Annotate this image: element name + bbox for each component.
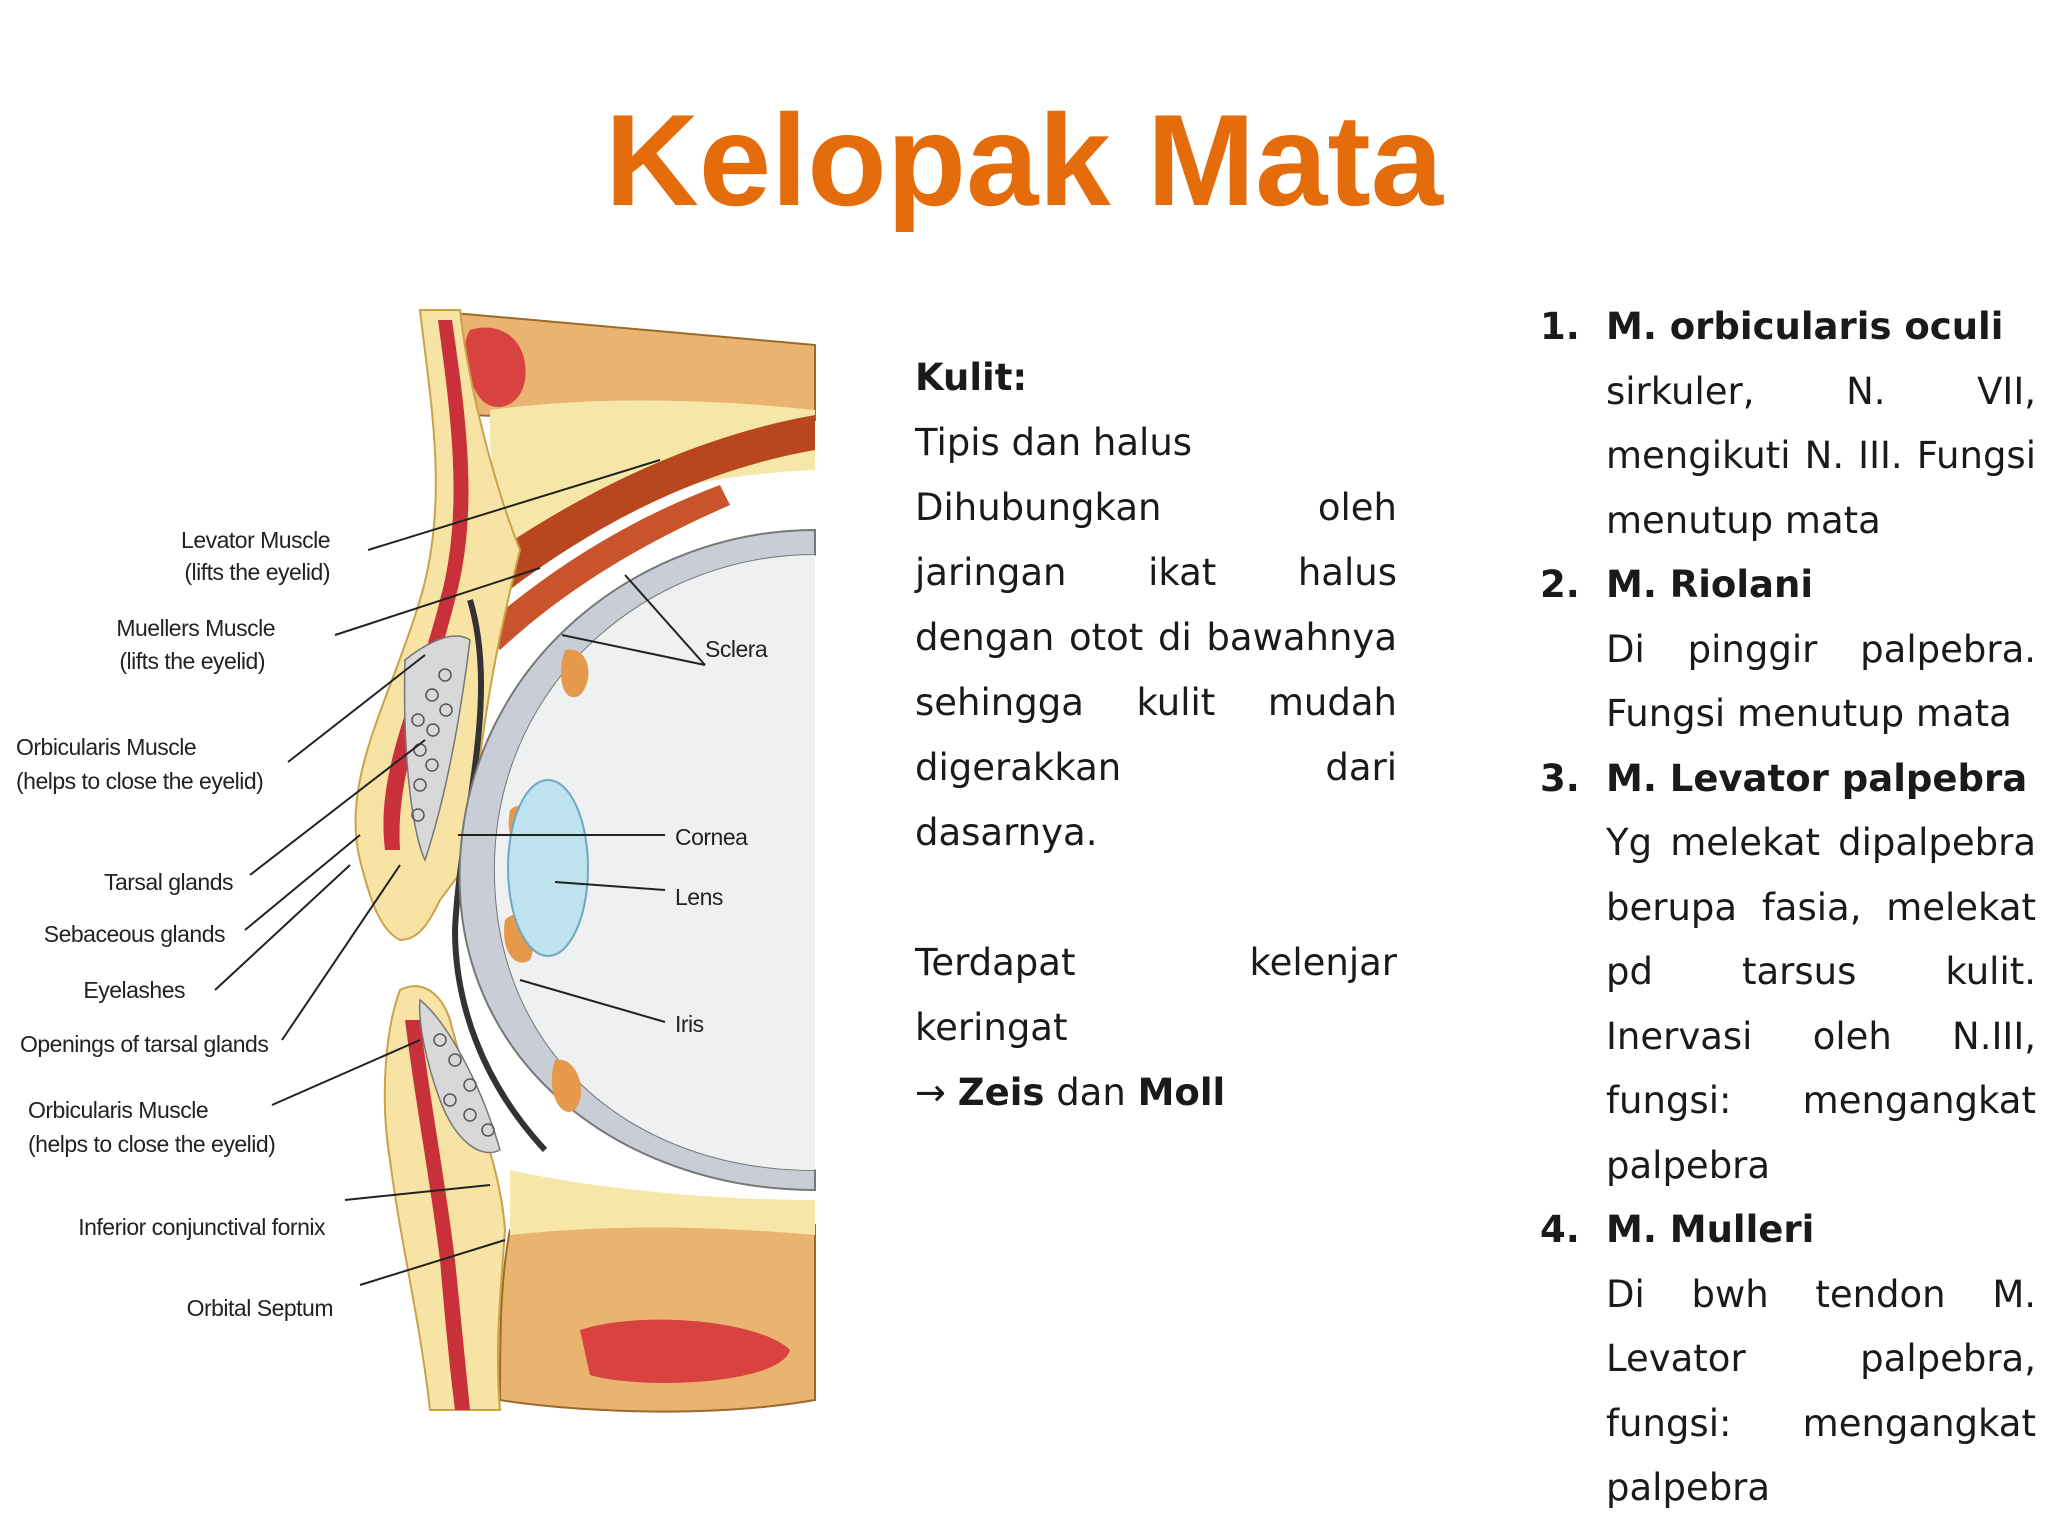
item-description: sirkuler, N. VII, mengikuti N. III. Fung… [1606,369,2036,542]
label-orbicularis-muscle-upper: Orbicularis Muscle [16,734,196,760]
label-muellers-muscle-note: (lifts the eyelid) [119,648,265,674]
item-description: Yg melekat dipalpebra berupa fasia, mele… [1606,821,2036,1187]
item-title: M. Mulleri [1606,1208,1815,1251]
eyelid-anatomy-diagram: Levator Muscle (lifts the eyelid) Muelle… [0,300,830,1440]
label-tarsal-glands: Tarsal glands [104,869,233,895]
label-muellers-muscle: Muellers Muscle [116,615,275,641]
label-orbital-septum: Orbital Septum [187,1295,333,1321]
moll-term: Moll [1137,1071,1226,1114]
item-number: 1. [1540,305,1580,348]
label-openings-tarsal-glands: Openings of tarsal glands [20,1031,268,1057]
label-orbicularis-muscle-lower-note: (helps to close the eyelid) [28,1131,275,1157]
item-description: Di bwh tendon M. Levator palpebra, fungs… [1606,1272,2036,1510]
label-orbicularis-muscle-upper-note: (helps to close the eyelid) [16,768,263,794]
list-item: 2. M. Riolani Di pinggir palpebra. Fungs… [1540,553,2036,747]
kulit-heading: Kulit: [915,356,1028,399]
list-item: 3. M. Levator palpebra Yg melekat dipalp… [1540,747,2036,1199]
item-number: 3. [1540,756,1580,800]
dan-word: dan [1056,1071,1126,1114]
list-item: 1. M. orbicularis oculi sirkuler, N. VII… [1540,295,2036,553]
page-title: Kelopak Mata [604,87,1444,233]
kulit-glands-line: → Zeis dan Moll [915,1060,1397,1125]
kulit-paragraph: Dihubungkan oleh jaringan ikat halus den… [915,486,1397,854]
item-number: 2. [1540,563,1580,606]
item-title: M. orbicularis oculi [1606,305,2004,348]
item-title: M. Riolani [1606,563,1814,606]
label-inferior-conjunctival-fornix: Inferior conjunctival fornix [78,1214,326,1240]
kulit-line-1: Tipis dan halus [915,421,1193,464]
label-sebaceous-glands: Sebaceous glands [44,921,225,947]
arrow-icon: → [915,1071,947,1114]
label-levator-muscle: Levator Muscle [181,527,330,553]
list-item: 4. M. Mulleri Di bwh tendon M. Levator p… [1540,1198,2036,1521]
label-eyelashes: Eyelashes [83,977,185,1003]
item-title: M. Levator palpebra [1606,756,2028,800]
label-lens: Lens [675,884,723,910]
label-levator-muscle-note: (lifts the eyelid) [184,559,330,585]
label-iris: Iris [675,1011,704,1037]
kulit-section: Kulit: Tipis dan halus Dihubungkan oleh … [915,345,1397,1125]
label-sclera: Sclera [705,636,768,662]
eyelid-cross-section-illustration [214,308,816,1413]
zeis-term: Zeis [957,1071,1045,1114]
kulit-kelenjar: Terdapat kelenjar keringat [915,941,1397,1049]
label-cornea: Cornea [675,824,748,850]
muscle-list: 1. M. orbicularis oculi sirkuler, N. VII… [1540,295,2036,1521]
item-description: Di pinggir palpebra. Fungsi menutup mata [1606,627,2036,736]
item-number: 4. [1540,1208,1580,1251]
label-orbicularis-muscle-lower: Orbicularis Muscle [28,1097,208,1123]
